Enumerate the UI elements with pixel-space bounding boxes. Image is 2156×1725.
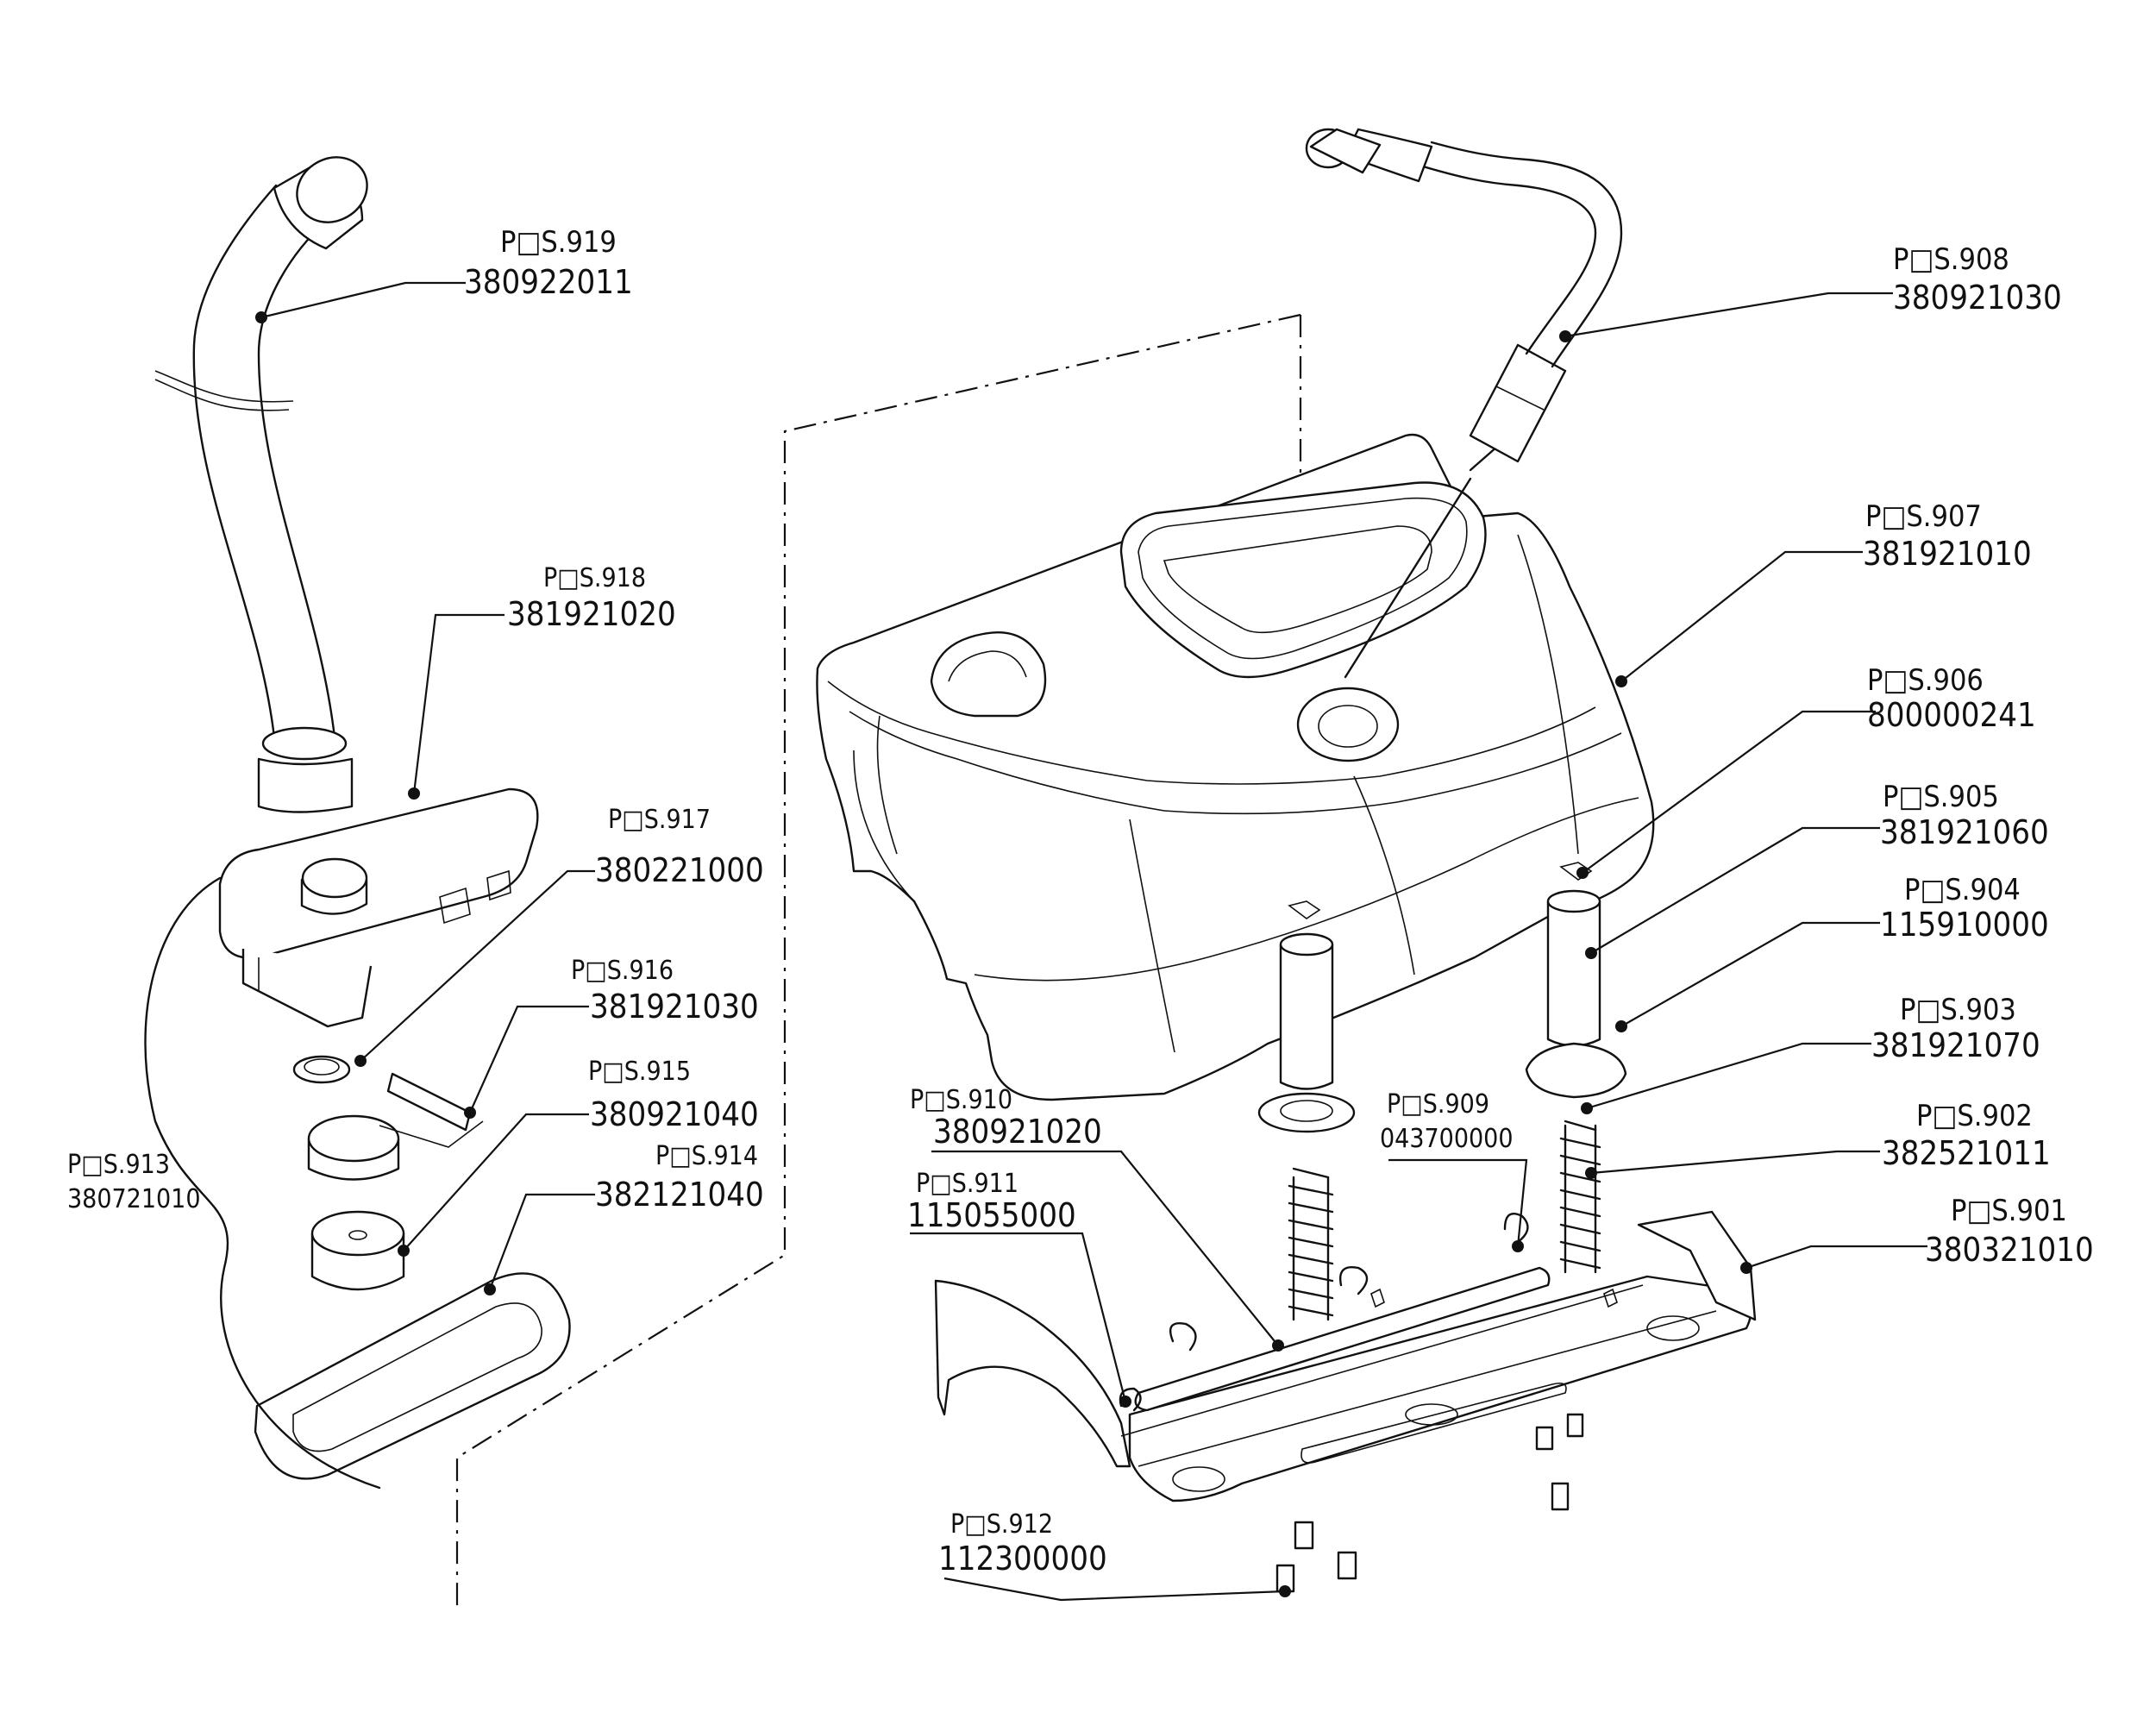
- part-number: 380921040: [590, 1095, 759, 1133]
- small-clips: [1119, 1212, 1529, 1412]
- part-number: 381921070: [1871, 1026, 2040, 1064]
- leader-dots: [255, 311, 1752, 1597]
- pos-label: P□S.906: [1867, 663, 1984, 698]
- part-number: 380221000: [595, 851, 764, 889]
- part-number: 380921020: [933, 1113, 1102, 1151]
- pos-label: P□S.912: [950, 1509, 1053, 1540]
- pos-label: P□S.905: [1883, 780, 1999, 814]
- part-917-seal: [292, 1055, 351, 1084]
- part-910-rod: [1134, 1266, 1551, 1412]
- callout-913: P□S.913 380721010: [67, 1150, 201, 1214]
- part-number: 381921020: [507, 595, 676, 633]
- pos-label: P□S.903: [1900, 993, 2016, 1027]
- pos-label: P□S.919: [500, 225, 617, 260]
- pos-label: P□S.907: [1865, 499, 1982, 534]
- part-number: 380721010: [67, 1184, 201, 1214]
- leader-lines: [260, 281, 1927, 1602]
- part-number: 382121040: [595, 1176, 764, 1214]
- pos-label: P□S.915: [588, 1057, 691, 1087]
- callout-906: P□S.906 800000241: [1867, 663, 2036, 734]
- pos-label: P□S.914: [655, 1141, 758, 1171]
- callout-907: P□S.907 381921010: [1863, 499, 2032, 573]
- part-912-screws: [1275, 1413, 1584, 1593]
- part-901-bracket: [934, 1210, 1757, 1502]
- part-number: 380922011: [464, 263, 633, 301]
- callout-905: P□S.905 381921060: [1880, 780, 2049, 851]
- part-number: 380921030: [1893, 279, 2062, 317]
- part-number: 382521011: [1882, 1134, 2051, 1172]
- callout-915: P□S.915 380921040: [588, 1057, 759, 1133]
- callout-911: P□S.911 115055000: [907, 1169, 1076, 1234]
- part-number: 800000241: [1867, 696, 2036, 734]
- part-number: 115910000: [1880, 906, 2049, 944]
- pos-label: P□S.908: [1893, 242, 2009, 277]
- callout-901: P□S.901 380321010: [1925, 1194, 2094, 1269]
- part-915-float: [310, 1210, 405, 1291]
- part-number: 043700000: [1380, 1124, 1514, 1154]
- callout-902: P□S.902 382521011: [1882, 1099, 2051, 1172]
- callout-903: P□S.903 381921070: [1871, 993, 2040, 1064]
- callout-917: P□S.917 380221000: [595, 805, 764, 889]
- part-number: 115055000: [907, 1196, 1076, 1234]
- callout-918: P□S.918 381921020: [507, 563, 676, 633]
- part-number: 381921060: [1880, 813, 2049, 851]
- pos-label: P□S.910: [910, 1085, 1012, 1115]
- part-908-hose: [1305, 128, 1623, 679]
- part-number: 381921030: [590, 988, 759, 1026]
- part-913-cord: [144, 876, 381, 1490]
- pos-label: P□S.917: [608, 805, 711, 835]
- pos-label: P□S.904: [1904, 873, 2021, 907]
- part-number: 380321010: [1925, 1231, 2094, 1269]
- pos-label: P□S.909: [1387, 1089, 1489, 1120]
- pos-label: P□S.913: [67, 1150, 170, 1180]
- pos-label: P□S.902: [1916, 1099, 2033, 1133]
- callout-916: P□S.916 381921030: [571, 956, 759, 1026]
- part-number: 112300000: [938, 1540, 1107, 1578]
- assembly-dash-lines: [455, 313, 1302, 1613]
- callout-912: P□S.912 112300000: [938, 1509, 1107, 1578]
- pos-label: P□S.918: [543, 563, 646, 593]
- part-902-springs: [1288, 1120, 1601, 1321]
- callout-909: P□S.909 043700000: [1380, 1089, 1514, 1154]
- part-number: 381921010: [1863, 535, 2032, 573]
- pos-label: P□S.911: [916, 1169, 1018, 1199]
- pos-label: P□S.901: [1951, 1194, 2067, 1228]
- part-914-gasket: [254, 1272, 571, 1480]
- callout-919: P□S.919 380922011: [464, 225, 633, 301]
- part-918-cover: [218, 787, 539, 1028]
- callout-908: P□S.908 380921030: [1893, 242, 2062, 317]
- pos-label: P□S.916: [571, 956, 674, 986]
- part-916-valve: [307, 1072, 484, 1181]
- callout-914: P□S.914 382121040: [595, 1141, 764, 1214]
- housing-top-opening: [930, 481, 1487, 762]
- part-919-hose: [154, 156, 368, 813]
- part-905-posts: [1257, 862, 1627, 1133]
- callout-910: P□S.910 380921020: [910, 1085, 1102, 1151]
- callout-904: P□S.904 115910000: [1880, 873, 2049, 944]
